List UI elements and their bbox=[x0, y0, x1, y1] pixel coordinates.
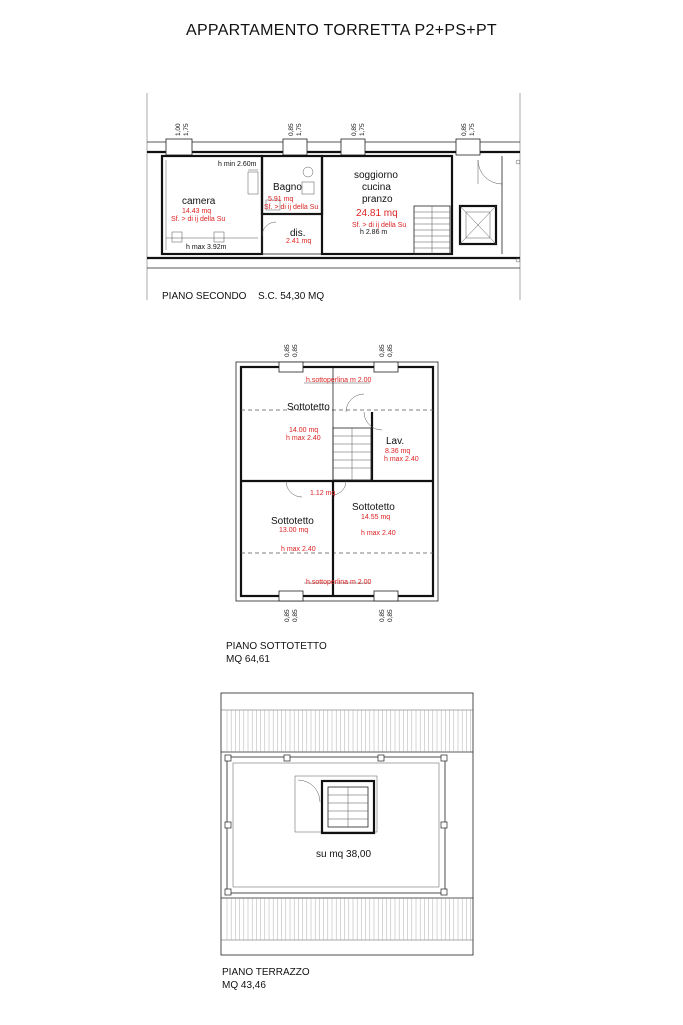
dim-label: 0,85 bbox=[379, 344, 386, 357]
plan-piano-terrazzo: su mq 38,00 PIANO TERRAZZO MQ 43,46 bbox=[220, 692, 474, 991]
dim-label: 1,75 bbox=[296, 123, 303, 136]
terrazzo-area: su mq 38,00 bbox=[316, 849, 371, 860]
sottotetto-h-top: h.sottoperlina m 2.00 bbox=[306, 377, 371, 384]
dim-label: 0,85 bbox=[379, 609, 386, 622]
piano-sottotetto-mq: MQ 64,61 bbox=[226, 654, 270, 665]
bagno-note: Sf. > di ij della Su bbox=[264, 204, 318, 211]
dim-label: 1,75 bbox=[183, 123, 190, 136]
camera-name: camera bbox=[182, 196, 216, 207]
soggiorno-area: 24.81 mq bbox=[356, 208, 398, 219]
disimpegno-area: 1.12 mq bbox=[310, 490, 335, 497]
staircase bbox=[332, 427, 372, 481]
room1-name: Sottotetto bbox=[287, 402, 330, 413]
dim-label: 0,85 bbox=[387, 344, 394, 357]
roof-tiles-top bbox=[221, 709, 473, 753]
lav-name: Lav. bbox=[386, 436, 404, 447]
room3-h: h max 2.40 bbox=[361, 530, 396, 537]
camera-hmax: h max 3.92m bbox=[186, 244, 227, 251]
room1-h: h max 2.40 bbox=[286, 435, 321, 442]
piano-secondo-sc: S.C. 54,30 MQ bbox=[258, 291, 324, 302]
room3-name: Sottotetto bbox=[352, 502, 395, 513]
camera-note: Sf. > di ij della Su bbox=[171, 216, 225, 223]
dim-label: 0,85 bbox=[292, 344, 299, 357]
staircase bbox=[294, 775, 378, 835]
roof-tiles-bottom bbox=[221, 897, 473, 941]
plan-piano-secondo: 1,00 1,75 0,85 1,75 0,85 1,75 0,85 1,75 bbox=[146, 93, 521, 302]
soggiorno-note: Sf. > di ij della Su bbox=[352, 222, 406, 229]
piano-sottotetto-label: PIANO SOTTOTETTO bbox=[226, 641, 327, 652]
lav-area: 8.36 mq bbox=[385, 448, 410, 455]
piano-terrazzo-label: PIANO TERRAZZO bbox=[222, 967, 310, 978]
cucina-name: cucina bbox=[362, 182, 391, 193]
dim-label: 1,75 bbox=[469, 123, 476, 136]
dis-area: 2.41 mq bbox=[286, 238, 311, 245]
piano-secondo-label: PIANO SECONDO bbox=[162, 291, 247, 302]
dim-label: 0,85 bbox=[351, 123, 358, 136]
plan-piano-sottotetto: 0,85 0,85 0,85 0,85 0,85 0,85 0,85 0,85 bbox=[226, 344, 439, 665]
piano-terrazzo-mq: MQ 43,46 bbox=[222, 980, 266, 991]
camera-area: 14.43 mq bbox=[182, 208, 211, 215]
room3-area: 14.55 mq bbox=[361, 514, 390, 521]
lav-h: h max 2.40 bbox=[384, 456, 419, 463]
lift-shaft bbox=[458, 204, 498, 246]
dim-label: 0,85 bbox=[387, 609, 394, 622]
dis-name: dis. bbox=[290, 228, 306, 239]
bagno-name: Bagno bbox=[273, 182, 302, 193]
dim-label: 0,85 bbox=[284, 609, 291, 622]
sottotetto-h-bottom: h.sottoperlina m 2.00 bbox=[306, 579, 371, 586]
soggiorno-h: h 2.86 m bbox=[360, 229, 387, 236]
dim-label: 1,00 bbox=[175, 123, 182, 136]
dim-label: 0,85 bbox=[288, 123, 295, 136]
bagno-area: 5.91 mq bbox=[268, 196, 293, 203]
dim-label: 0,85 bbox=[284, 344, 291, 357]
room2-area: 13.00 mq bbox=[279, 527, 308, 534]
room2-name: Sottotetto bbox=[271, 516, 314, 527]
dim-label: 0,85 bbox=[292, 609, 299, 622]
room2-h: h max 2.40 bbox=[281, 546, 316, 553]
pranzo-name: pranzo bbox=[362, 194, 393, 205]
page-title: APPARTAMENTO TORRETTA P2+PS+PT bbox=[185, 22, 497, 39]
dim-label: 0,85 bbox=[461, 123, 468, 136]
dim-label: 1,75 bbox=[359, 123, 366, 136]
soggiorno-name: soggiorno bbox=[354, 170, 398, 181]
room-soggiorno bbox=[320, 154, 454, 256]
staircase bbox=[413, 205, 451, 255]
camera-hmin: h min 2.60m bbox=[218, 161, 257, 168]
room1-area: 14.00 mq bbox=[289, 427, 318, 434]
